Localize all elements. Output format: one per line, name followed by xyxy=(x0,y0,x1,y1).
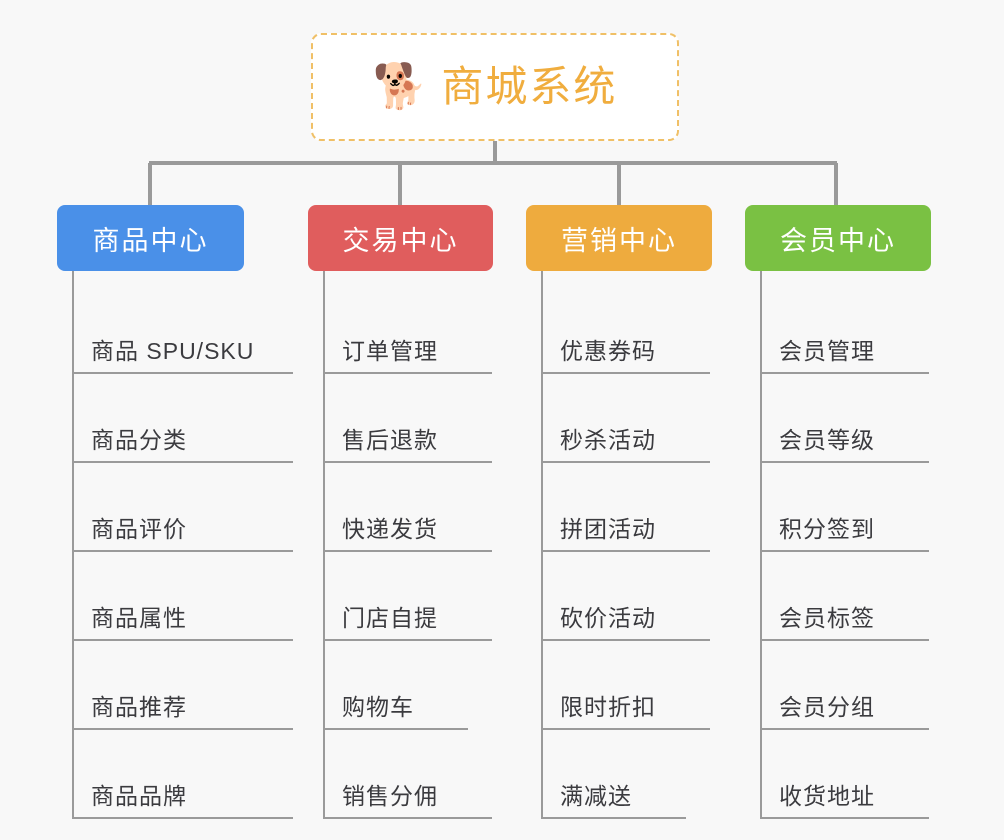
root-node[interactable]: 🐕 商城系统 xyxy=(311,33,679,141)
list-item-label: 收货地址 xyxy=(779,783,875,809)
list-item-rule xyxy=(761,372,929,374)
list-item-rule xyxy=(73,639,293,641)
branch-items-product-center: 商品 SPU/SKU 商品分类 商品评价 商品属性 商品推荐 商品品牌 xyxy=(57,271,293,819)
list-item-rule xyxy=(324,817,492,819)
list-item[interactable]: 拼团活动 xyxy=(542,463,712,552)
list-item-label: 会员管理 xyxy=(779,338,875,364)
list-item[interactable]: 订单管理 xyxy=(324,285,493,374)
branch-header-label: 会员中心 xyxy=(780,225,896,256)
branch-header-label: 商品中心 xyxy=(92,225,209,256)
list-item-rule xyxy=(324,639,492,641)
branch-items-marketing-center: 优惠券码 秒杀活动 拼团活动 砍价活动 限时折扣 满减送 xyxy=(526,271,712,819)
list-item-label: 优惠券码 xyxy=(560,338,656,364)
list-item-label: 积分签到 xyxy=(779,516,875,542)
branch-spine xyxy=(541,271,543,819)
branch-product-center: 商品中心 商品 SPU/SKU 商品分类 商品评价 商品属性 商品推荐 xyxy=(57,205,293,819)
branch-items-trade-center: 订单管理 售后退款 快递发货 门店自提 购物车 销售分佣 xyxy=(308,271,493,819)
list-item-label: 商品分类 xyxy=(91,427,187,453)
list-item[interactable]: 商品属性 xyxy=(73,552,293,641)
list-item[interactable]: 商品 SPU/SKU xyxy=(73,285,293,374)
list-item[interactable]: 商品评价 xyxy=(73,463,293,552)
branch-header-label: 交易中心 xyxy=(342,225,459,256)
list-item-rule xyxy=(73,372,293,374)
branch-header-product-center[interactable]: 商品中心 xyxy=(57,205,244,271)
branch-trade-center: 交易中心 订单管理 售后退款 快递发货 门店自提 购物车 xyxy=(308,205,493,819)
list-item[interactable]: 门店自提 xyxy=(324,552,493,641)
branch-items-member-center: 会员管理 会员等级 积分签到 会员标签 会员分组 收货地址 xyxy=(745,271,931,819)
list-item-label: 快递发货 xyxy=(342,516,438,542)
list-item-label: 销售分佣 xyxy=(342,783,438,809)
list-item[interactable]: 会员分组 xyxy=(761,641,931,730)
branch-marketing-center: 营销中心 优惠券码 秒杀活动 拼团活动 砍价活动 限时折扣 xyxy=(526,205,712,819)
list-item-label: 砍价活动 xyxy=(560,605,656,631)
list-item[interactable]: 秒杀活动 xyxy=(542,374,712,463)
list-item-rule xyxy=(73,817,293,819)
list-item-rule xyxy=(542,639,710,641)
list-item-label: 购物车 xyxy=(342,694,414,720)
list-item[interactable]: 商品推荐 xyxy=(73,641,293,730)
list-item[interactable]: 砍价活动 xyxy=(542,552,712,641)
list-item[interactable]: 销售分佣 xyxy=(324,730,493,819)
list-item[interactable]: 优惠券码 xyxy=(542,285,712,374)
list-item[interactable]: 商品分类 xyxy=(73,374,293,463)
branch-header-member-center[interactable]: 会员中心 xyxy=(745,205,931,271)
list-item-label: 商品 SPU/SKU xyxy=(91,338,255,364)
list-item[interactable]: 收货地址 xyxy=(761,730,931,819)
list-item-rule xyxy=(542,817,686,819)
list-item-rule xyxy=(324,372,492,374)
list-item[interactable]: 会员管理 xyxy=(761,285,931,374)
list-item[interactable]: 售后退款 xyxy=(324,374,493,463)
list-item-label: 秒杀活动 xyxy=(560,427,656,453)
list-item-label: 商品评价 xyxy=(91,516,187,542)
dog-face-icon: 🐕 xyxy=(372,61,428,112)
list-item-rule xyxy=(324,461,492,463)
list-item-label: 拼团活动 xyxy=(560,516,656,542)
list-item-rule xyxy=(73,728,293,730)
list-item-label: 商品属性 xyxy=(91,605,187,631)
list-item-rule xyxy=(761,639,929,641)
list-item[interactable]: 限时折扣 xyxy=(542,641,712,730)
list-item-label: 满减送 xyxy=(560,783,632,809)
branch-header-marketing-center[interactable]: 营销中心 xyxy=(526,205,712,271)
list-item[interactable]: 会员标签 xyxy=(761,552,931,641)
list-item-label: 商品推荐 xyxy=(91,694,187,720)
list-item-label: 会员标签 xyxy=(779,605,875,631)
branch-spine xyxy=(760,271,762,819)
list-item-rule xyxy=(324,728,468,730)
branch-header-trade-center[interactable]: 交易中心 xyxy=(308,205,493,271)
list-item-rule xyxy=(761,817,929,819)
list-item-label: 会员等级 xyxy=(779,427,875,453)
list-item-label: 限时折扣 xyxy=(560,694,656,720)
list-item-rule xyxy=(761,728,929,730)
branch-spine xyxy=(72,271,74,819)
list-item-label: 会员分组 xyxy=(779,694,875,720)
list-item-rule xyxy=(761,550,929,552)
branch-spine xyxy=(323,271,325,819)
list-item[interactable]: 购物车 xyxy=(324,641,493,730)
list-item-rule xyxy=(73,550,293,552)
list-item-label: 订单管理 xyxy=(342,338,438,364)
branch-member-center: 会员中心 会员管理 会员等级 积分签到 会员标签 会员分组 xyxy=(745,205,931,819)
list-item-rule xyxy=(324,550,492,552)
list-item-rule xyxy=(542,372,710,374)
list-item[interactable]: 快递发货 xyxy=(324,463,493,552)
list-item-label: 门店自提 xyxy=(342,605,438,631)
list-item[interactable]: 积分签到 xyxy=(761,463,931,552)
list-item-rule xyxy=(542,728,710,730)
list-item-rule xyxy=(542,550,710,552)
root-title: 商城系统 xyxy=(441,63,618,110)
list-item-rule xyxy=(542,461,710,463)
list-item[interactable]: 会员等级 xyxy=(761,374,931,463)
branch-header-label: 营销中心 xyxy=(561,225,677,256)
list-item[interactable]: 商品品牌 xyxy=(73,730,293,819)
list-item-rule xyxy=(73,461,293,463)
list-item-label: 商品品牌 xyxy=(91,783,187,809)
list-item-rule xyxy=(761,461,929,463)
list-item[interactable]: 满减送 xyxy=(542,730,712,819)
list-item-label: 售后退款 xyxy=(342,427,438,453)
